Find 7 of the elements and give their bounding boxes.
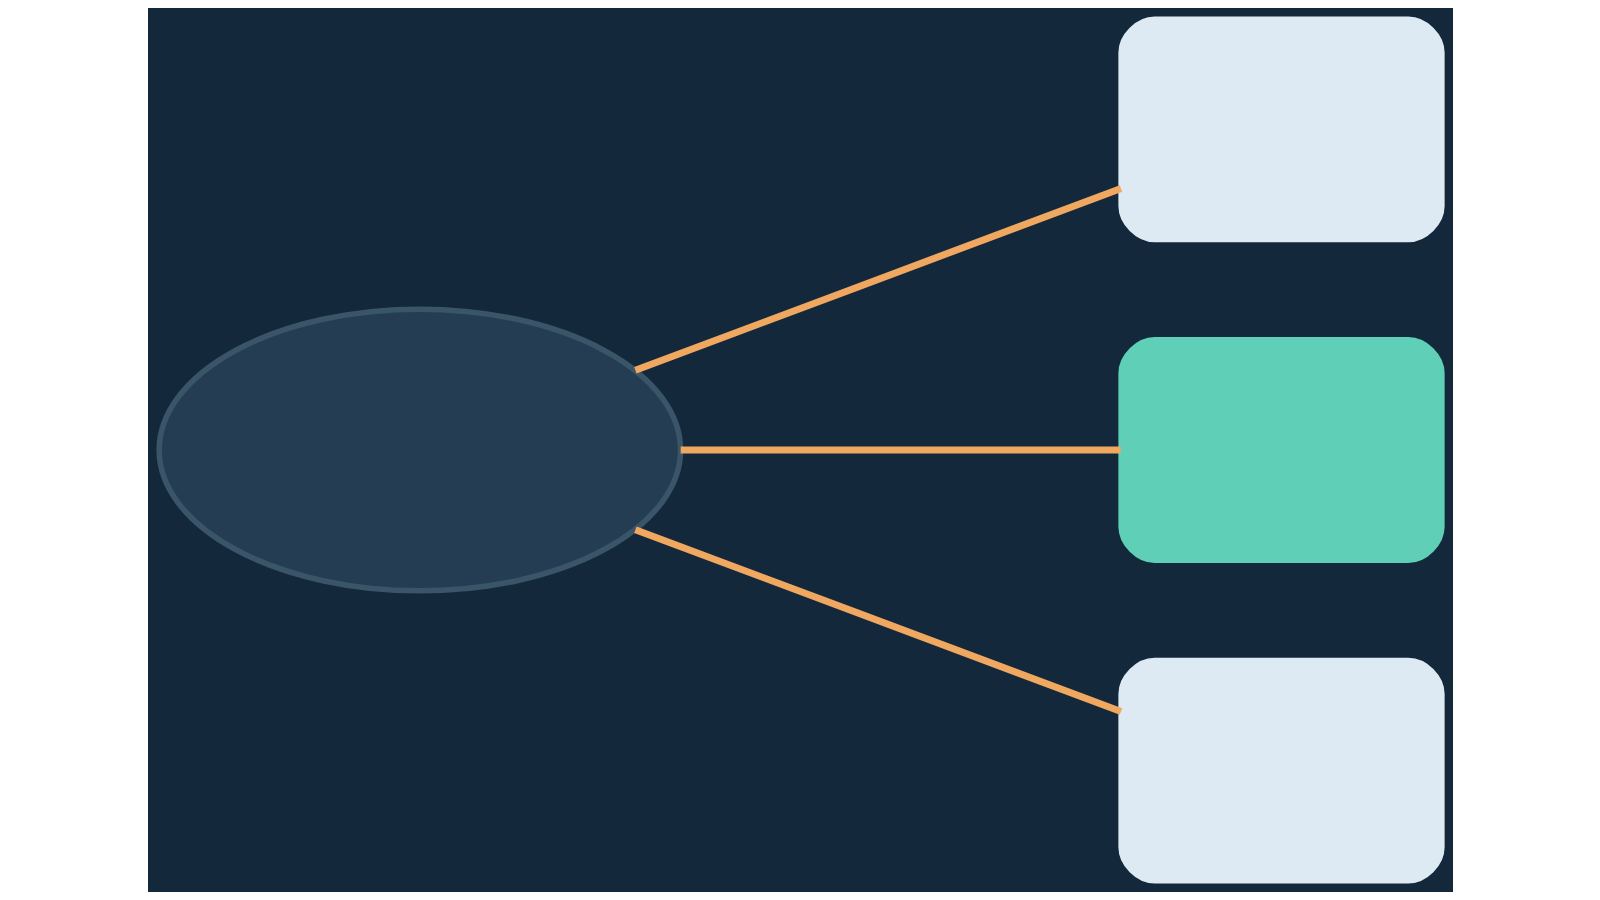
connector — [680, 446, 1121, 454]
node-cloud — [155, 306, 683, 594]
connector — [633, 526, 1122, 715]
node-box — [1117, 657, 1445, 884]
node-box — [1117, 16, 1445, 243]
node-box — [1117, 337, 1445, 563]
connector — [633, 185, 1122, 374]
